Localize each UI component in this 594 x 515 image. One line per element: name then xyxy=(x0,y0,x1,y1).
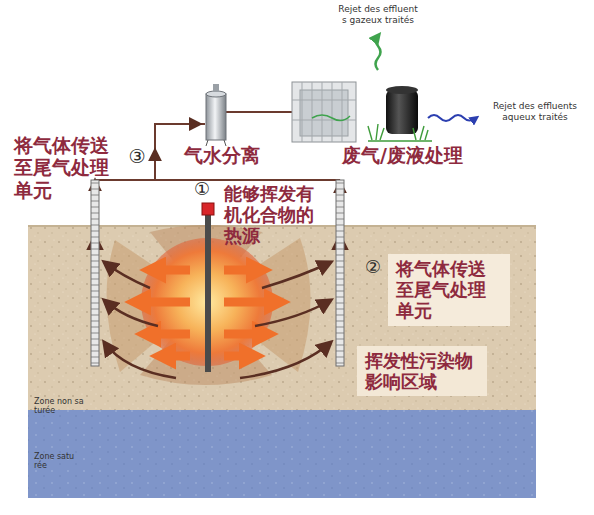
illustration-part xyxy=(332,82,333,142)
pipe xyxy=(95,179,340,181)
callout-number: ① xyxy=(190,178,214,199)
illustration-part xyxy=(312,82,313,142)
heat-source-label: 能够挥发有机化合物的热源 xyxy=(224,183,322,247)
heat-arrow xyxy=(135,298,190,307)
flow-arrow xyxy=(104,262,150,288)
cage-grid xyxy=(292,82,356,142)
illustration-part xyxy=(380,128,384,140)
illustration-part xyxy=(425,130,428,140)
zone-label: Zone non saturée xyxy=(34,397,86,416)
separator-nozzle xyxy=(213,84,219,92)
heat-arrow xyxy=(224,330,268,339)
box-text: 将气体传送至尾气处理单元 xyxy=(396,258,502,322)
process-box: 将气体传送至尾气处理单元 xyxy=(388,254,510,326)
illustration-part xyxy=(292,100,356,101)
unsaturated-zone xyxy=(28,226,536,412)
flow-arrow xyxy=(262,262,331,288)
callout-number: ② xyxy=(361,256,385,277)
heat-arrow xyxy=(150,266,190,275)
illustration-part xyxy=(302,82,303,142)
ground-surface xyxy=(28,225,536,227)
box-text: 挥发性污染物影响区域 xyxy=(365,350,479,392)
separator-vessel xyxy=(206,94,226,140)
grass xyxy=(368,124,432,141)
heat-arrow xyxy=(224,352,255,361)
illustration-part xyxy=(322,82,323,142)
process-label: 将气体传送至尾气处理单元 xyxy=(14,134,116,201)
illustration-part xyxy=(376,124,378,140)
heater-rod xyxy=(205,214,211,372)
flow-arrow xyxy=(240,342,331,378)
illustration-part xyxy=(413,128,416,140)
discharge-note: Rejet des effluents gazeux traités xyxy=(338,4,418,25)
heat-arrow xyxy=(224,298,280,307)
heat-arrow xyxy=(224,266,262,275)
flow-arrow xyxy=(104,342,176,378)
treatment-flow xyxy=(312,115,350,121)
callout-number: ③ xyxy=(124,145,150,167)
liquid-tank xyxy=(386,90,418,134)
illustration-part xyxy=(368,126,372,140)
treatment-unit xyxy=(292,82,356,142)
heat-arrow xyxy=(145,330,190,339)
zone-label: Zone saturée xyxy=(34,452,76,471)
equipment-label: 气水分离 xyxy=(184,144,274,166)
equipment-label: 废气/废液处理 xyxy=(342,144,492,166)
illustration-part xyxy=(420,126,424,140)
discharge-note: Rejet des effluents aqueux traités xyxy=(490,101,580,122)
pipe xyxy=(226,111,292,113)
extraction-well xyxy=(91,180,99,366)
illustration-part xyxy=(368,140,432,141)
tank-top xyxy=(386,86,418,94)
illustration-part xyxy=(342,82,343,142)
vapor-flow xyxy=(95,236,340,378)
gas-discharge-arrow xyxy=(376,36,381,70)
heater-head xyxy=(202,203,214,215)
flow-arrow xyxy=(255,300,331,326)
saturated-zone xyxy=(28,410,536,498)
pipe xyxy=(170,123,200,125)
area-box: 挥发性污染物影响区域 xyxy=(357,346,487,396)
extraction-well xyxy=(336,180,344,366)
heat-arrow xyxy=(160,352,190,361)
pipe xyxy=(154,150,156,170)
flow-arrow xyxy=(104,300,158,326)
liquid-discharge-arrow xyxy=(428,115,476,121)
treatment-core xyxy=(300,90,348,136)
